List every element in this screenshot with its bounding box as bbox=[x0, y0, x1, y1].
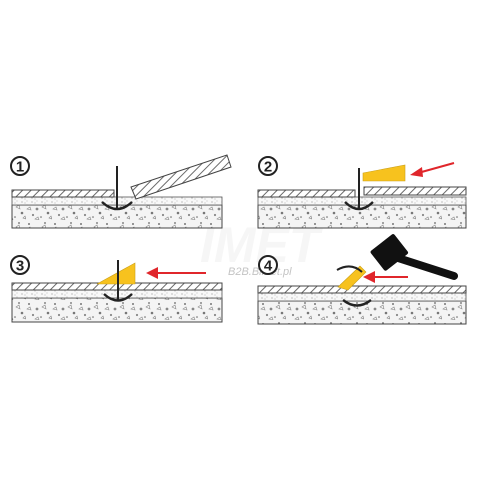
step-3-substrate bbox=[11, 297, 223, 323]
step-3-leveling-clip-icon bbox=[103, 260, 133, 302]
step-4-broken-wedge-icon bbox=[337, 265, 367, 291]
step-2-leveling-clip-icon bbox=[344, 168, 374, 211]
step-3: 3 bbox=[10, 255, 223, 323]
step-4-broken-clip-icon bbox=[336, 265, 372, 307]
step-2-tile-left bbox=[257, 189, 356, 198]
step-2: 2 bbox=[257, 156, 467, 229]
step-2-badge bbox=[258, 156, 278, 176]
step-3-badge bbox=[10, 255, 30, 275]
step-1-tile-left bbox=[11, 189, 115, 198]
step-4-hammer-icon bbox=[370, 234, 458, 280]
step-4-tile-surface bbox=[257, 285, 467, 294]
step-2-number: 2 bbox=[264, 159, 272, 176]
step-1-badge bbox=[10, 156, 30, 176]
step-4-badge bbox=[258, 255, 278, 275]
step-3-arrow-left-icon bbox=[146, 267, 206, 279]
step-3-wedge-icon bbox=[96, 262, 136, 285]
step-1: 1 bbox=[10, 154, 232, 229]
step-1-leveling-clip-icon bbox=[101, 166, 133, 211]
step-4-number: 4 bbox=[264, 258, 273, 275]
step-2-tile-right bbox=[363, 186, 467, 196]
step-4-adhesive bbox=[257, 292, 467, 302]
step-2-adhesive bbox=[257, 196, 467, 206]
step-2-wedge-icon bbox=[362, 164, 406, 182]
step-2-arrow-left-icon bbox=[410, 162, 455, 177]
step-3-number: 3 bbox=[16, 258, 24, 275]
step-1-tile-right-tilted bbox=[130, 154, 232, 200]
step-4-arrow-left-icon bbox=[363, 271, 408, 283]
step-1-number: 1 bbox=[16, 159, 24, 176]
step-4: 4 bbox=[257, 234, 467, 325]
